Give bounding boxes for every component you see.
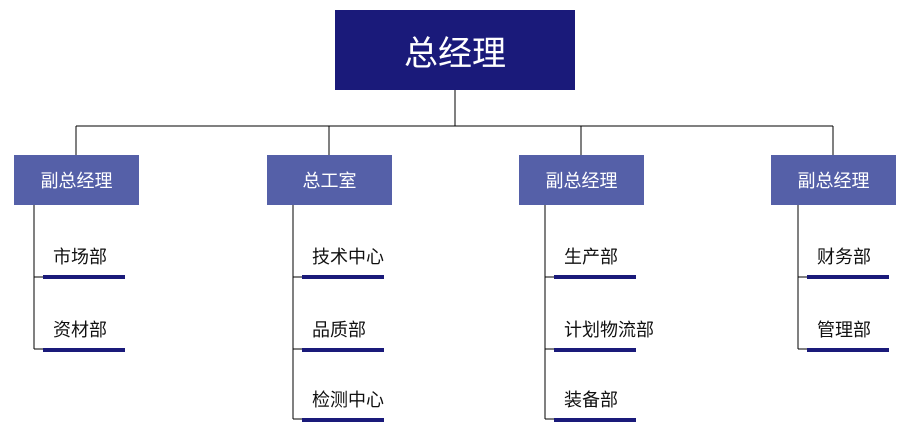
leaf-underline [43, 275, 125, 279]
leaf-node: 技术中心 [302, 239, 384, 279]
leaf-node: 品质部 [302, 312, 384, 352]
department-label-2: 总工室 [302, 171, 357, 192]
leaf-label: 市场部 [53, 247, 107, 268]
leaf-node: 装备部 [554, 382, 636, 422]
leaf-label: 财务部 [817, 247, 871, 268]
department-node-2: 总工室 [267, 155, 392, 205]
department-node-3: 副总经理 [519, 155, 644, 205]
leaf-label: 技术中心 [312, 247, 384, 268]
leaf-underline [302, 348, 384, 352]
leaf-node: 计划物流部 [554, 312, 654, 352]
department-label-1: 副总经理 [40, 171, 113, 192]
leaf-label: 检测中心 [312, 390, 384, 411]
leaf-underline [302, 418, 384, 422]
leaf-label: 管理部 [817, 320, 871, 341]
leaf-label: 生产部 [564, 247, 618, 268]
leaf-node: 市场部 [43, 239, 125, 279]
department-label-3: 副总经理 [545, 171, 618, 192]
leaf-underline [807, 275, 889, 279]
root-node-label: 总经理 [404, 33, 506, 74]
leaf-node: 财务部 [807, 239, 889, 279]
leaf-underline [554, 418, 636, 422]
leaf-underline [302, 275, 384, 279]
leaf-underline [807, 348, 889, 352]
leaf-label: 资材部 [53, 320, 107, 341]
leaf-node: 生产部 [554, 239, 636, 279]
root-node-general-manager: 总经理 [335, 10, 575, 90]
leaf-node: 管理部 [807, 312, 889, 352]
leaf-node: 资材部 [43, 312, 125, 352]
leaf-label: 装备部 [564, 390, 618, 411]
leaf-underline [554, 275, 636, 279]
leaf-label: 计划物流部 [564, 320, 654, 341]
department-node-1: 副总经理 [14, 155, 139, 205]
department-label-4: 副总经理 [797, 171, 870, 192]
leaf-underline [43, 348, 125, 352]
leaf-label: 品质部 [312, 320, 366, 341]
leaf-underline [554, 348, 636, 352]
leaf-node: 检测中心 [302, 382, 384, 422]
department-node-4: 副总经理 [771, 155, 896, 205]
